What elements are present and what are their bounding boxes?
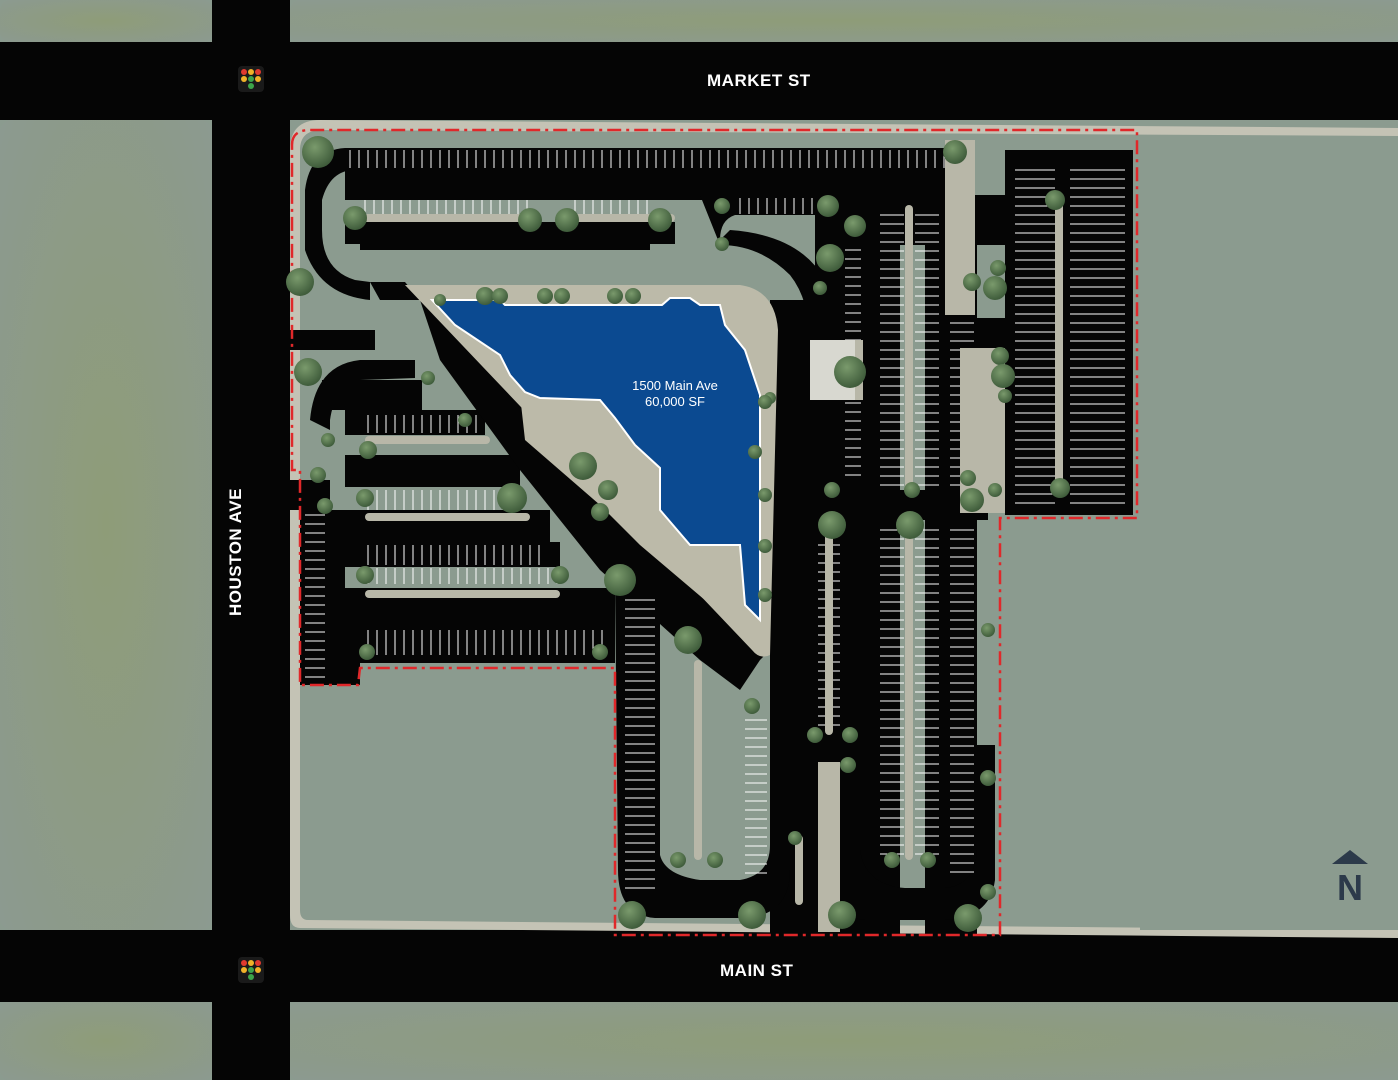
tree-icon bbox=[551, 566, 569, 584]
trees bbox=[286, 136, 1070, 932]
tree-icon bbox=[842, 727, 858, 743]
tree-icon bbox=[943, 140, 967, 164]
market-street bbox=[0, 42, 1398, 120]
tree-icon bbox=[758, 488, 772, 502]
tree-icon bbox=[555, 208, 579, 232]
tree-icon bbox=[492, 288, 508, 304]
tree-icon bbox=[356, 566, 374, 584]
tree-icon bbox=[817, 195, 839, 217]
neighbor-lot bbox=[1140, 140, 1398, 930]
tree-icon bbox=[980, 770, 996, 786]
tree-icon bbox=[963, 273, 981, 291]
tree-icon bbox=[286, 268, 314, 296]
tree-icon bbox=[317, 498, 333, 514]
tree-icon bbox=[748, 445, 762, 459]
tree-icon bbox=[670, 852, 686, 868]
block-top-right bbox=[290, 0, 1398, 42]
tree-icon bbox=[310, 467, 326, 483]
tree-icon bbox=[758, 539, 772, 553]
tree-icon bbox=[818, 511, 846, 539]
tree-icon bbox=[294, 358, 322, 386]
north-arrow-icon bbox=[1332, 850, 1368, 908]
tree-icon bbox=[554, 288, 570, 304]
tree-icon bbox=[598, 480, 618, 500]
tree-icon bbox=[758, 395, 772, 409]
tree-icon bbox=[844, 215, 866, 237]
tree-icon bbox=[788, 831, 802, 845]
tree-icon bbox=[648, 208, 672, 232]
tree-icon bbox=[625, 288, 641, 304]
main-street-label: MAIN ST bbox=[720, 961, 794, 980]
tree-icon bbox=[988, 483, 1002, 497]
tree-icon bbox=[434, 294, 446, 306]
tree-icon bbox=[1045, 190, 1065, 210]
tree-icon bbox=[359, 644, 375, 660]
tree-icon bbox=[991, 347, 1009, 365]
north-arrow-label: N bbox=[1337, 867, 1363, 908]
property-boundary bbox=[290, 128, 1139, 937]
traffic-light-icon bbox=[238, 955, 264, 985]
tree-icon bbox=[840, 757, 856, 773]
tree-icon bbox=[813, 281, 827, 295]
tree-icon bbox=[714, 198, 730, 214]
tree-icon bbox=[816, 244, 844, 272]
tree-icon bbox=[884, 852, 900, 868]
building-address-label: 1500 Main Ave bbox=[632, 378, 718, 393]
tree-icon bbox=[421, 371, 435, 385]
tree-icon bbox=[834, 356, 866, 388]
tree-icon bbox=[896, 511, 924, 539]
tree-icon bbox=[476, 287, 494, 305]
tree-icon bbox=[343, 206, 367, 230]
parking-stripes bbox=[305, 150, 1125, 889]
tree-icon bbox=[321, 433, 335, 447]
traffic-light-icon bbox=[238, 64, 264, 94]
tree-icon bbox=[591, 503, 609, 521]
market-street-label: MARKET ST bbox=[707, 71, 811, 90]
tree-icon bbox=[738, 901, 766, 929]
tree-icon bbox=[518, 208, 542, 232]
tree-icon bbox=[807, 727, 823, 743]
building-footprint bbox=[429, 297, 761, 623]
tree-icon bbox=[960, 470, 976, 486]
houston-avenue bbox=[212, 0, 290, 1080]
tree-icon bbox=[981, 623, 995, 637]
tree-icon bbox=[458, 413, 472, 427]
tree-icon bbox=[998, 389, 1012, 403]
tree-icon bbox=[824, 482, 840, 498]
tree-icon bbox=[1050, 478, 1070, 498]
tree-icon bbox=[618, 901, 646, 929]
tree-icon bbox=[828, 901, 856, 929]
tree-icon bbox=[604, 564, 636, 596]
block-bottom-left bbox=[0, 1002, 212, 1080]
tree-icon bbox=[960, 488, 984, 512]
block-left bbox=[0, 120, 212, 930]
houston-avenue-label: HOUSTON AVE bbox=[225, 488, 245, 616]
tree-icon bbox=[707, 852, 723, 868]
block-top-left bbox=[0, 0, 212, 42]
building-area-label: 60,000 SF bbox=[645, 394, 705, 409]
tree-icon bbox=[990, 260, 1006, 276]
tree-icon bbox=[592, 644, 608, 660]
block-bottom-right bbox=[290, 1002, 1398, 1080]
tree-icon bbox=[359, 441, 377, 459]
tree-icon bbox=[715, 237, 729, 251]
main-street bbox=[0, 930, 1398, 1002]
tree-icon bbox=[537, 288, 553, 304]
tree-icon bbox=[758, 588, 772, 602]
tree-icon bbox=[497, 483, 527, 513]
tree-icon bbox=[674, 626, 702, 654]
tree-icon bbox=[302, 136, 334, 168]
tree-icon bbox=[569, 452, 597, 480]
tree-icon bbox=[744, 698, 760, 714]
tree-icon bbox=[607, 288, 623, 304]
tree-icon bbox=[356, 489, 374, 507]
tree-icon bbox=[983, 276, 1007, 300]
tree-icon bbox=[920, 852, 936, 868]
tree-icon bbox=[954, 904, 982, 932]
tree-icon bbox=[904, 482, 920, 498]
tree-icon bbox=[991, 364, 1015, 388]
tree-icon bbox=[980, 884, 996, 900]
